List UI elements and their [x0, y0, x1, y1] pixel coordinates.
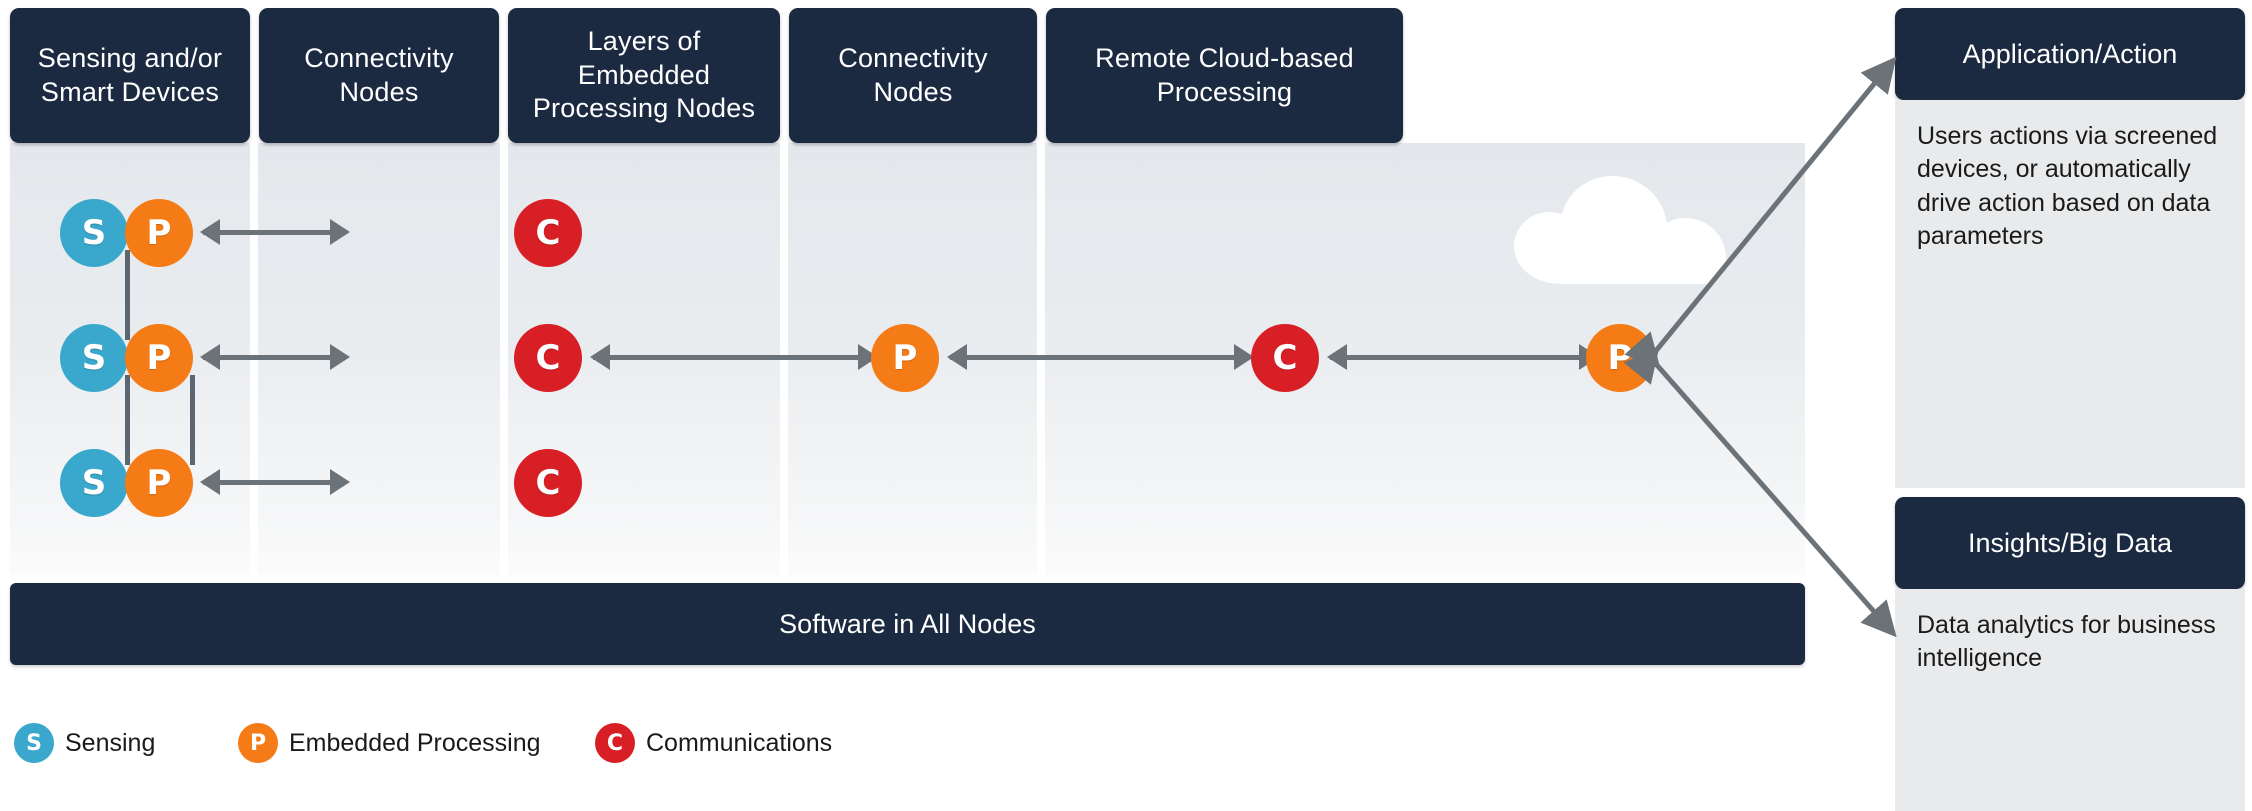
- node-sensing-row1[interactable]: S: [60, 199, 128, 267]
- node-comms-row3[interactable]: C: [514, 449, 582, 517]
- panel-title-insights-big-data[interactable]: Insights/Big Data: [1895, 497, 2245, 589]
- node-sensing-row3[interactable]: S: [60, 449, 128, 517]
- comms-badge-icon: C: [595, 723, 635, 763]
- legend-label-processing: Embedded Processing: [289, 728, 541, 757]
- legend-label-comms: Communications: [646, 728, 833, 757]
- node-processing-row2[interactable]: P: [125, 324, 193, 392]
- arrow-line-row2-seg3: [950, 355, 1240, 360]
- column-header-sensing-devices[interactable]: Sensing and/or Smart Devices: [10, 8, 250, 143]
- sensing-link-row1-row2: [125, 250, 130, 340]
- panel-insights-big-data: Insights/Big Data Data analytics for bus…: [1895, 497, 2245, 811]
- node-processing-row3[interactable]: P: [125, 449, 193, 517]
- pipeline-assembly: Sensing and/or Smart Devices Connectivit…: [0, 8, 1805, 790]
- column-header-connectivity-nodes-2[interactable]: Connectivity Nodes: [789, 8, 1037, 143]
- panel-body-insights-big-data: Data analytics for business intelligence: [1895, 589, 2245, 811]
- node-comms-row1[interactable]: C: [514, 199, 582, 267]
- arrow-head-right-row3: [330, 469, 350, 495]
- legend: S Sensing P Embedded Processing C Commun…: [0, 720, 1000, 790]
- legend-item-comms: C Communications: [595, 720, 832, 766]
- cloud-icon: [1514, 176, 1726, 284]
- arrow-head-left-row2-seg3: [947, 344, 967, 370]
- panel-application-action: Application/Action Users actions via scr…: [1895, 8, 2245, 488]
- node-comms-row2-right[interactable]: C: [1251, 324, 1319, 392]
- arrow-line-row2-seg4: [1330, 355, 1585, 360]
- column-separator-2: [500, 143, 508, 575]
- arrow-head-right-row2-seg1: [330, 344, 350, 370]
- arrow-head-left-row2-seg2: [590, 344, 610, 370]
- panel-body-application-action: Users actions via screened devices, or a…: [1895, 100, 2245, 488]
- arrow-line-row2-seg1: [203, 355, 335, 360]
- sensing-badge-icon: S: [14, 723, 54, 763]
- arrow-head-left-row3: [200, 469, 220, 495]
- arrow-line-row2-seg2: [593, 355, 864, 360]
- processing-link-row2-row3: [190, 375, 195, 465]
- legend-label-sensing: Sensing: [65, 728, 156, 757]
- arrow-head-left-row2-seg4: [1327, 344, 1347, 370]
- node-processing-row2-middle[interactable]: P: [871, 324, 939, 392]
- node-comms-row2-left[interactable]: C: [514, 324, 582, 392]
- column-header-embedded-processing[interactable]: Layers of Embedded Processing Nodes: [508, 8, 780, 143]
- node-processing-row1[interactable]: P: [125, 199, 193, 267]
- arrow-head-left-row1: [200, 219, 220, 245]
- node-processing-cloud[interactable]: P: [1586, 324, 1654, 392]
- column-header-connectivity-nodes-1[interactable]: Connectivity Nodes: [259, 8, 499, 143]
- panel-title-application-action[interactable]: Application/Action: [1895, 8, 2245, 100]
- processing-badge-icon: P: [238, 723, 278, 763]
- column-header-remote-cloud[interactable]: Remote Cloud-based Processing: [1046, 8, 1403, 143]
- arrow-head-left-row2-seg1: [200, 344, 220, 370]
- arrow-line-row3: [203, 480, 335, 485]
- sensing-link-row2-row3: [125, 375, 130, 465]
- arrow-head-right-row2-seg3: [1234, 344, 1254, 370]
- legend-item-sensing: S Sensing: [14, 720, 155, 766]
- node-sensing-row2[interactable]: S: [60, 324, 128, 392]
- arrow-head-right-row1: [330, 219, 350, 245]
- software-in-all-nodes-bar[interactable]: Software in All Nodes: [10, 583, 1805, 665]
- legend-item-processing: P Embedded Processing: [238, 720, 541, 766]
- arrow-line-row1: [203, 230, 335, 235]
